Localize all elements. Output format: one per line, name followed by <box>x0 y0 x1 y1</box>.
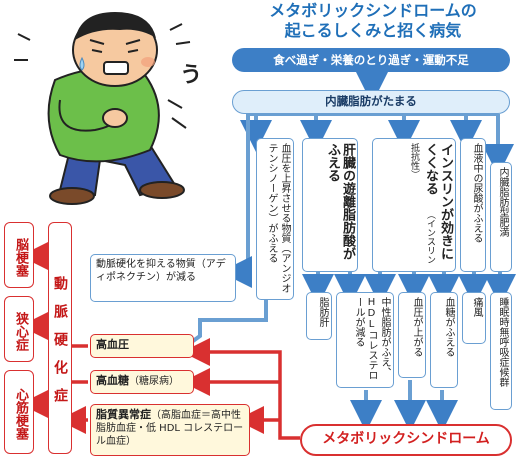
hyperglycemia-box: 高血糖（糖尿病） <box>90 370 194 394</box>
connector-visceral-to-adiponectin <box>220 114 252 288</box>
hyperglycemia-sub-label: （糖尿病） <box>129 376 179 387</box>
insulin-resistance-box: インスリンが効きにくくなる （インスリン抵抗性） <box>372 138 456 272</box>
man-hair <box>75 12 156 40</box>
bp-rise-box: 血圧が上がる <box>398 292 426 378</box>
stomach-ache-man-illustration: う <box>14 12 202 205</box>
adiponectin-box: 動脈硬化を抑える物質（アディポネクチン）が減る <box>90 254 236 302</box>
cause-pill: 食べ過ぎ・栄養のとり過ぎ・運動不足 <box>232 48 510 72</box>
hypertension-label: 高血圧 <box>96 338 129 351</box>
uric-acid-box: 血液中の尿酸がふえる <box>460 138 486 272</box>
insulin-main-label: インスリンが効きにくくなる <box>423 143 453 260</box>
dyslipidemia-box: 脂質異常症（高脂血症＝高中性脂肪血症・低 HDL コレステロール血症） <box>90 404 250 456</box>
man-sweat <box>79 56 85 71</box>
diagram-title-line1: メタボリックシンドロームの <box>269 1 477 20</box>
metabolic-syndrome-box: メタボリックシンドローム <box>300 424 512 456</box>
free-fatty-acid-box: 肝臓の遊離脂肪酸がふえる <box>302 138 358 272</box>
complication-mi: 心筋梗塞 <box>4 370 34 454</box>
man-cheek <box>141 57 155 67</box>
man-eyebrow-left <box>89 39 105 45</box>
complication-stroke: 脳梗塞 <box>4 222 34 288</box>
complication-angina: 狭心症 <box>4 296 34 362</box>
blood-sugar-rise-box: 血糖がふえる <box>430 292 458 388</box>
diagram-title-line2: 起こるしくみと招く病気 <box>284 21 462 40</box>
groan-text: う <box>180 63 202 88</box>
fatty-liver-box: 脂肪肝 <box>306 292 332 340</box>
visceral-obesity-box: 内臓脂肪型肥満 <box>490 162 512 272</box>
man-eye-left <box>91 49 103 53</box>
connector-meta-to-hypertension <box>182 338 300 440</box>
hypertension-box: 高血圧 <box>90 334 194 358</box>
hyperglycemia-label: 高血糖 <box>96 374 129 387</box>
dyslipidemia-sub-label: （高脂血症＝高中性脂肪血症・低 HDL コレステロール血症） <box>96 410 244 447</box>
man-shoe-left <box>49 187 95 205</box>
man-mouth <box>103 61 129 75</box>
gout-box: 痛風 <box>462 292 486 344</box>
man-hand <box>102 108 128 128</box>
connector-bp-to-hypertension <box>184 300 268 348</box>
insulin-sub-label: （インスリン抵抗性） <box>409 143 435 264</box>
man-eye-right <box>127 49 139 53</box>
man-eyebrow-right <box>125 39 141 45</box>
arteriosclerosis-box: 動脈硬化症 <box>48 222 72 454</box>
bp-substance-box: 血圧を上昇させる物質（アンジオテンシノーゲン）がふえる <box>256 138 294 300</box>
sleep-apnea-box: 睡眠時無呼吸症候群 <box>490 292 512 410</box>
lipid-change-box: 中性脂肪がふえ、HDLコレステロールが減る <box>336 292 394 388</box>
man-shoe-right <box>139 181 185 199</box>
visceral-fat-pill: 内臓脂肪がたまる <box>232 90 510 114</box>
dyslipidemia-label: 脂質異常症 <box>96 408 151 421</box>
connector-to-arteriosclerosis <box>72 344 88 420</box>
pain-lines <box>14 23 191 129</box>
